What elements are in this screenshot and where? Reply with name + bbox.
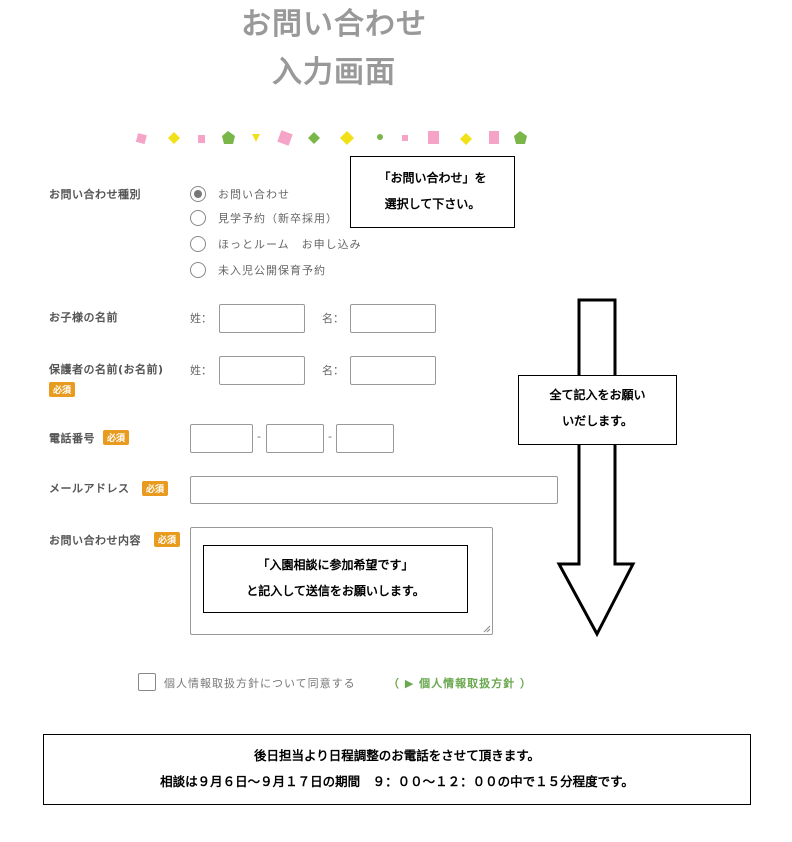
- guardian-last-name-prefix: 姓：: [190, 364, 212, 377]
- radio-label: ほっとルーム お申し込み: [218, 238, 362, 251]
- dot-yellow: [168, 132, 180, 144]
- decorative-dots: [135, 130, 527, 146]
- dot-pink: [198, 135, 205, 143]
- page-title-line2: 入力画面: [272, 55, 396, 90]
- guardian-first-name-prefix: 名：: [322, 364, 344, 377]
- required-badge: 必須: [49, 382, 76, 397]
- child-first-name-input[interactable]: [350, 304, 436, 333]
- child-first-name-prefix: 名：: [322, 312, 344, 325]
- note-footer-schedule: 後日担当より日程調整のお電話をさせて頂きます。 相談は９月６日～９月１７日の期間…: [43, 734, 751, 805]
- consent-checkbox[interactable]: [138, 673, 156, 691]
- privacy-policy-link[interactable]: （ ▶ 個人情報取扱方針 ）: [388, 677, 532, 690]
- note-text: 選択して下さい。: [384, 197, 481, 211]
- required-badge: 必須: [142, 481, 169, 496]
- radio-button[interactable]: [190, 236, 206, 252]
- dot-green: [308, 132, 320, 144]
- note-fill-all: 全て記入をお願い いだします。: [518, 375, 677, 445]
- note-text: 「入園相談に参加希望です」: [257, 558, 414, 572]
- note-text: と記入して送信をお願いします。: [246, 584, 425, 598]
- down-arrow-icon: [556, 298, 636, 638]
- phone-separator: -: [328, 430, 332, 443]
- dot-green: [514, 131, 527, 144]
- radio-button[interactable]: [190, 262, 206, 278]
- radio-option-tour[interactable]: 見学予約（新卒採用）: [190, 207, 338, 229]
- dot-pink: [135, 133, 147, 145]
- dot-pink: [489, 131, 499, 144]
- radio-option-inquiry[interactable]: お問い合わせ: [190, 183, 290, 205]
- guardian-first-name-input[interactable]: [350, 356, 436, 385]
- guardian-name-label: 保護者の名前(お名前): [49, 363, 164, 376]
- guardian-last-name-input[interactable]: [219, 356, 305, 385]
- dot-pink: [428, 131, 439, 144]
- note-text: 全て記入をお願い: [549, 388, 646, 402]
- resize-handle-icon[interactable]: [483, 625, 491, 633]
- radio-label: 未入児公開保育予約: [218, 264, 326, 277]
- radio-option-open-childcare[interactable]: 未入児公開保育予約: [190, 259, 326, 281]
- required-badge: 必須: [154, 532, 181, 547]
- inquiry-type-label: お問い合わせ種別: [49, 188, 141, 201]
- page-title-line1: お問い合わせ: [241, 7, 427, 42]
- dot-pink: [402, 135, 408, 141]
- phone-part2-input[interactable]: [266, 424, 324, 453]
- radio-button[interactable]: [190, 210, 206, 226]
- dot-pink: [277, 130, 293, 146]
- radio-option-hot-room[interactable]: ほっとルーム お申し込み: [190, 233, 362, 255]
- radio-label: お問い合わせ: [218, 188, 290, 201]
- required-badge: 必須: [103, 430, 130, 445]
- consent-text: 個人情報取扱方針について同意する: [164, 677, 356, 690]
- email-label: メールアドレス: [49, 482, 130, 495]
- dot-yellow: [252, 134, 260, 142]
- phone-part3-input[interactable]: [336, 424, 394, 453]
- note-text: 後日担当より日程調整のお電話をさせて頂きます。: [253, 748, 540, 763]
- email-input[interactable]: [190, 476, 558, 504]
- child-last-name-prefix: 姓：: [190, 312, 212, 325]
- note-text: 相談は９月６日～９月１７日の期間 ９：００～１２：００の中で１５分程度です。: [160, 774, 634, 789]
- note-select-inquiry: 「お問い合わせ」を 選択して下さい。: [350, 156, 515, 228]
- child-name-label: お子様の名前: [49, 311, 118, 324]
- note-text: 「お問い合わせ」を: [378, 171, 487, 185]
- phone-separator: -: [257, 430, 261, 443]
- radio-label: 見学予約（新卒採用）: [218, 212, 338, 225]
- dot-green: [377, 134, 383, 140]
- note-text: いだします。: [562, 414, 633, 428]
- phone-label: 電話番号: [49, 432, 95, 445]
- radio-button-selected[interactable]: [190, 186, 206, 202]
- dot-yellow: [460, 133, 472, 145]
- inquiry-content-label: お問い合わせ内容: [49, 534, 141, 547]
- phone-part1-input[interactable]: [190, 424, 253, 453]
- dot-yellow: [340, 131, 354, 145]
- note-inquiry-content: 「入園相談に参加希望です」 と記入して送信をお願いします。: [203, 545, 468, 613]
- child-last-name-input[interactable]: [219, 304, 305, 333]
- dot-green: [222, 131, 235, 144]
